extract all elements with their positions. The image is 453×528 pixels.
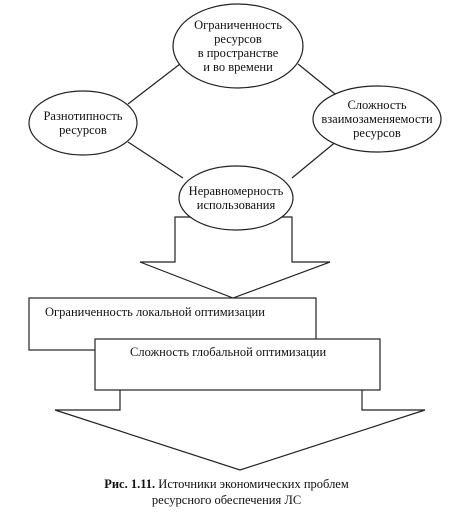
- node-right-ellipse: [312, 85, 442, 153]
- node-right-line-1: Сложность: [347, 98, 406, 112]
- node-top-line-1: Ограниченность: [194, 18, 282, 32]
- node-bottom-ellipse: [178, 165, 294, 231]
- node-top-line-3: в пространстве: [198, 46, 279, 60]
- node-bottom-line-1: Неравномерность: [189, 184, 284, 198]
- node-left-ellipse: [28, 90, 138, 156]
- connector-left-bottom: [127, 141, 184, 179]
- node-left-line-2: ресурсов: [59, 123, 107, 137]
- connector-top-right: [297, 63, 341, 99]
- node-top-line-2: ресурсов: [214, 32, 262, 46]
- node-left-line-1: Разнотипность: [43, 109, 122, 123]
- box-local-label: Ограниченность локальной оптимизации: [45, 305, 265, 319]
- caption-text-2: ресурсного обеспечения ЛС: [151, 493, 302, 507]
- caption-label: Рис. 1.11.: [104, 477, 156, 491]
- connector-right-bottom: [291, 139, 339, 179]
- node-top-line-4: и во времени: [203, 60, 273, 74]
- caption-text-1: Источники экономических проблем: [158, 477, 349, 491]
- box-global-optimization: [94, 338, 381, 391]
- node-right-line-3: ресурсов: [353, 126, 401, 140]
- node-bottom-line-2: использования: [197, 198, 276, 212]
- connector-top-left: [127, 63, 181, 105]
- figure-caption: Рис. 1.11. Источники экономических пробл…: [0, 476, 453, 508]
- caption-line-1: Рис. 1.11. Источники экономических пробл…: [0, 476, 453, 492]
- box-global-label: Сложность глобальной оптимизации: [130, 345, 326, 359]
- arrow-down-upper: [139, 216, 331, 299]
- node-right-line-2: взаимозаменяемости: [321, 112, 433, 126]
- node-top-ellipse: [172, 3, 304, 89]
